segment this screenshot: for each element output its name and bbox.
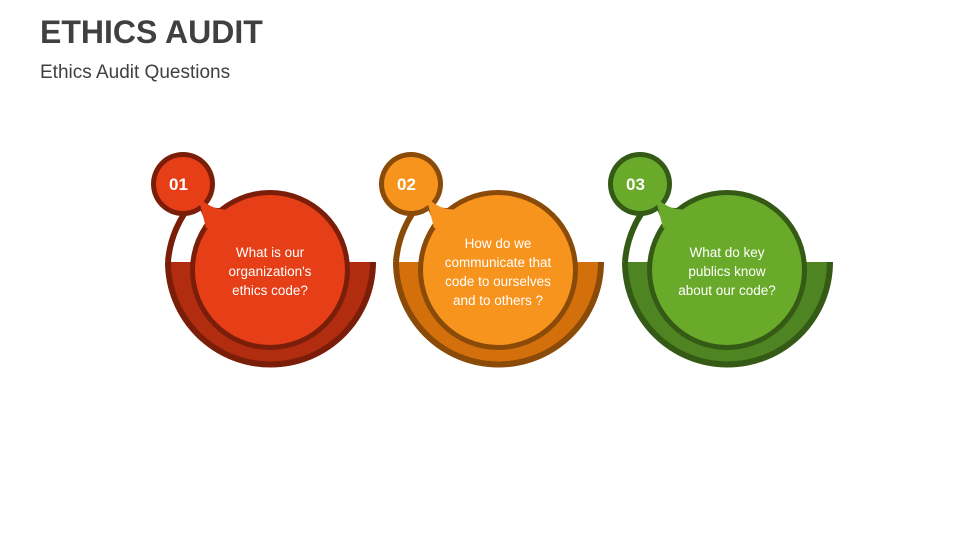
- step-2-question-line: code to ourselves: [445, 274, 551, 289]
- step-3-question-line: What do key: [689, 245, 765, 260]
- step-2-question-line: and to others ?: [452, 293, 544, 308]
- page-subtitle: Ethics Audit Questions: [40, 62, 231, 83]
- step-3-question-line: about our code?: [678, 283, 776, 298]
- page-title: ETHICS AUDIT: [40, 14, 263, 50]
- step-1-question-line: organization's: [228, 264, 312, 279]
- step-3-question-line: publics know: [688, 264, 766, 279]
- step-3-number: 03: [626, 175, 645, 194]
- step-2-question-line: communicate that: [444, 255, 552, 270]
- step-1-number: 01: [169, 175, 188, 194]
- step-2-question: How do we communicate that code to ourse…: [433, 234, 563, 310]
- step-3-shape: 03: [608, 152, 833, 368]
- step-2-shape: 02: [379, 152, 604, 368]
- step-2-question-line: How do we: [464, 236, 532, 251]
- step-1-shape: 01: [151, 152, 376, 368]
- step-2-number: 02: [397, 175, 416, 194]
- step-3-question: What do key publics know about our code?: [662, 243, 792, 300]
- step-1-question: What is our organization's ethics code?: [205, 243, 335, 300]
- step-1-question-line: What is our: [235, 245, 305, 260]
- step-1-question-line: ethics code?: [232, 283, 308, 298]
